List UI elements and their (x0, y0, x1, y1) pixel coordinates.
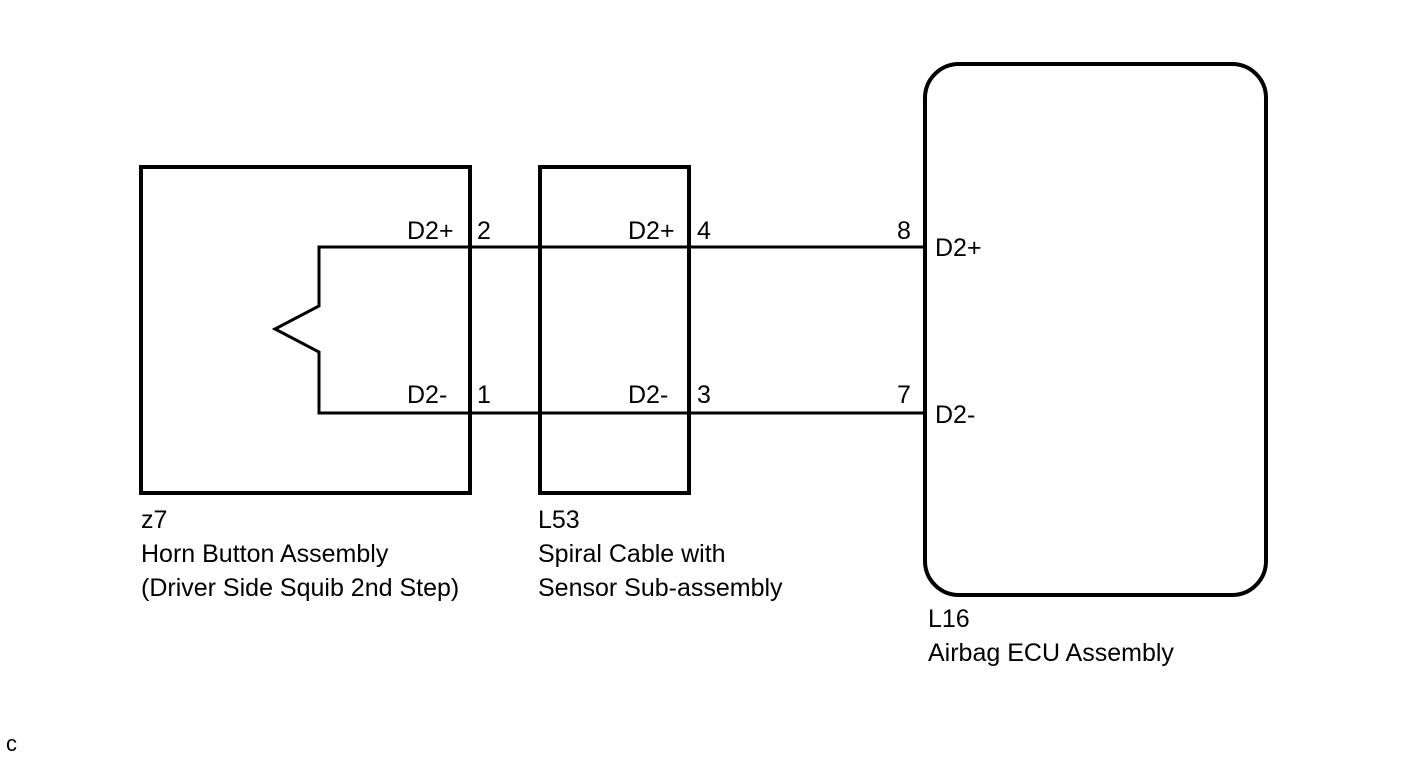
spiral-d2-minus-signal: D2- (628, 381, 669, 409)
spiral-cable-box (538, 165, 691, 495)
squib-symbol (271, 245, 470, 415)
corner-mark: c (6, 731, 17, 756)
horn-d2-minus-pin: 1 (477, 381, 491, 409)
horn-button-code: z7 (141, 506, 168, 534)
ecu-d2-plus-signal: D2+ (935, 234, 982, 262)
ecu-d2-plus-pin: 8 (897, 217, 911, 245)
horn-button-name-line1: Horn Button Assembly (141, 540, 389, 568)
spiral-d2-minus-pin: 3 (697, 381, 711, 409)
airbag-ecu-box (923, 62, 1268, 597)
horn-d2-minus-signal: D2- (407, 381, 448, 409)
spiral-cable-code: L53 (538, 506, 580, 534)
spiral-cable-name-line1: Spiral Cable with (538, 540, 726, 568)
spiral-cable-name-line2: Sensor Sub-assembly (538, 574, 783, 602)
ecu-d2-minus-signal: D2- (935, 401, 976, 429)
horn-button-box (139, 165, 472, 495)
airbag-ecu-name: Airbag ECU Assembly (928, 639, 1174, 667)
horn-d2-plus-pin: 2 (477, 217, 491, 245)
airbag-ecu-code: L16 (928, 605, 970, 633)
horn-button-name-line2: (Driver Side Squib 2nd Step) (141, 574, 460, 602)
ecu-d2-minus-pin: 7 (897, 381, 911, 409)
horn-d2-plus-signal: D2+ (407, 217, 454, 245)
spiral-d2-plus-pin: 4 (697, 217, 711, 245)
spiral-d2-plus-signal: D2+ (628, 217, 675, 245)
